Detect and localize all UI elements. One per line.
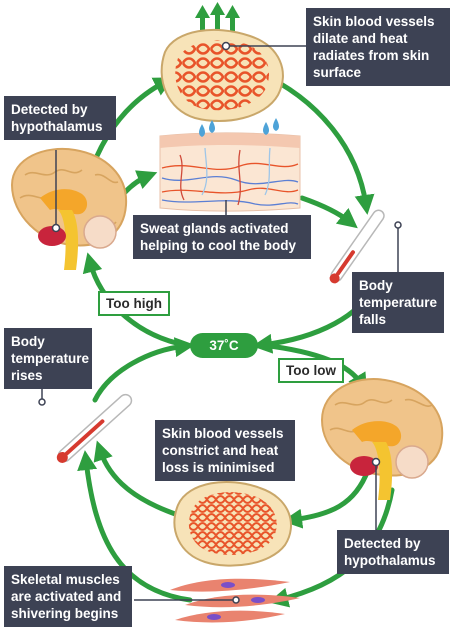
arrow-thermometer-to-setpoint-bottom bbox=[92, 337, 195, 403]
brain-icon bbox=[320, 378, 444, 532]
skin-patch-icon bbox=[160, 28, 306, 122]
arrow-skin-to-thermometer-bottom bbox=[93, 440, 181, 518]
arrow-muscles-to-thermometer bbox=[77, 450, 193, 603]
arrow-brain-to-skin-constrict bbox=[282, 467, 371, 529]
muscle-fibres-icon bbox=[134, 578, 300, 623]
label-too-high: Too high bbox=[98, 291, 170, 316]
label-vessels-dilate: Skin blood vessels dilate and heat radia… bbox=[306, 8, 450, 86]
skin-cross-section-icon bbox=[159, 118, 301, 212]
arrow-sweat-to-thermometer bbox=[299, 195, 358, 229]
label-temp-rises: Body temperature rises bbox=[4, 328, 92, 389]
label-detected-top: Detected by hypothalamus bbox=[4, 96, 116, 140]
label-sweat: Sweat glands activated helping to cool t… bbox=[133, 215, 311, 259]
heat-arrow-icon bbox=[195, 2, 240, 34]
label-vessels-constrict: Skin blood vessels constrict and heat lo… bbox=[155, 420, 295, 481]
brain-icon bbox=[10, 148, 128, 270]
label-detected-bottom: Detected by hypothalamus bbox=[337, 530, 449, 574]
label-muscles: Skeletal muscles are activated and shive… bbox=[4, 566, 132, 627]
arrow-brain-to-skin bbox=[89, 77, 174, 171]
label-temp-falls: Body temperature falls bbox=[352, 272, 444, 333]
label-too-low: Too low bbox=[278, 358, 344, 383]
set-point-badge: 37˚C bbox=[190, 333, 258, 358]
skin-patch-icon bbox=[173, 481, 292, 567]
thermometer-icon bbox=[56, 393, 133, 463]
thermometer-icon bbox=[329, 209, 385, 284]
